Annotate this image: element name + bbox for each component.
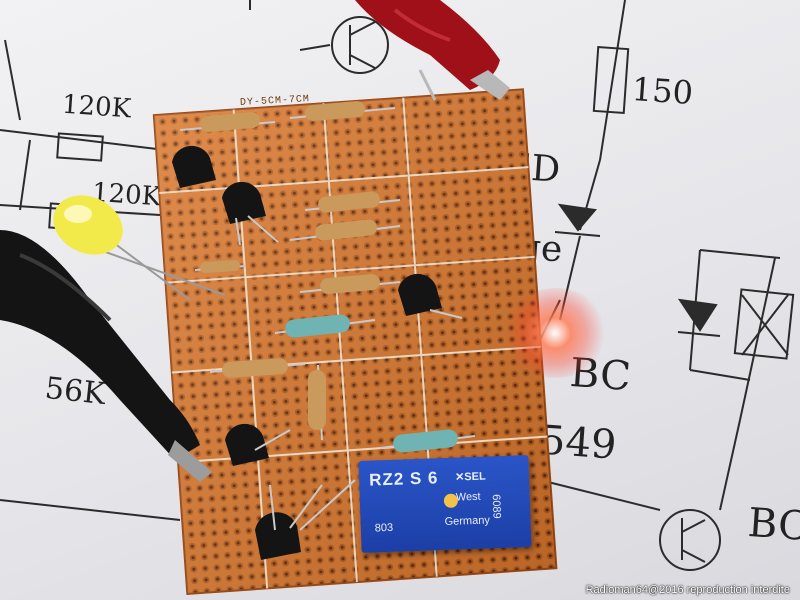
- relay-code: 803: [374, 521, 394, 535]
- relay-model: RZ2 S 6: [368, 468, 439, 490]
- red-led-glow: [500, 288, 610, 378]
- resistor-10: [379, 429, 476, 453]
- transistor-1: [172, 145, 216, 188]
- transistor-3: [398, 273, 442, 316]
- relay-origin-line1: West: [455, 490, 481, 504]
- resistor-9: [308, 364, 326, 441]
- resistor-8: [209, 358, 306, 378]
- transistors: [172, 145, 442, 560]
- resistor-2: [289, 101, 396, 121]
- relay-origin-line2: Germany: [444, 514, 491, 529]
- resistor-7: [274, 314, 376, 338]
- relay-brand: ✕SEL: [454, 470, 486, 484]
- transistor-2: [222, 181, 266, 224]
- red-alligator-clip: [355, 0, 510, 101]
- transistor-4: [225, 423, 269, 466]
- relay-side-code: 6089: [489, 494, 503, 519]
- resistor-1: [179, 112, 276, 132]
- resistor-6: [299, 274, 401, 294]
- yellow-led: [53, 195, 226, 301]
- resistor-5: [194, 259, 246, 274]
- resistor-4: [289, 219, 401, 241]
- resistor-3: [304, 191, 401, 213]
- black-alligator-clip: [0, 230, 212, 482]
- watermark: Radioman64@2016 reproduction interdite: [585, 584, 790, 596]
- transistor-5: [255, 512, 301, 560]
- relay: RZ2 S 6 ✕SEL West Germany 803 6089: [358, 455, 532, 553]
